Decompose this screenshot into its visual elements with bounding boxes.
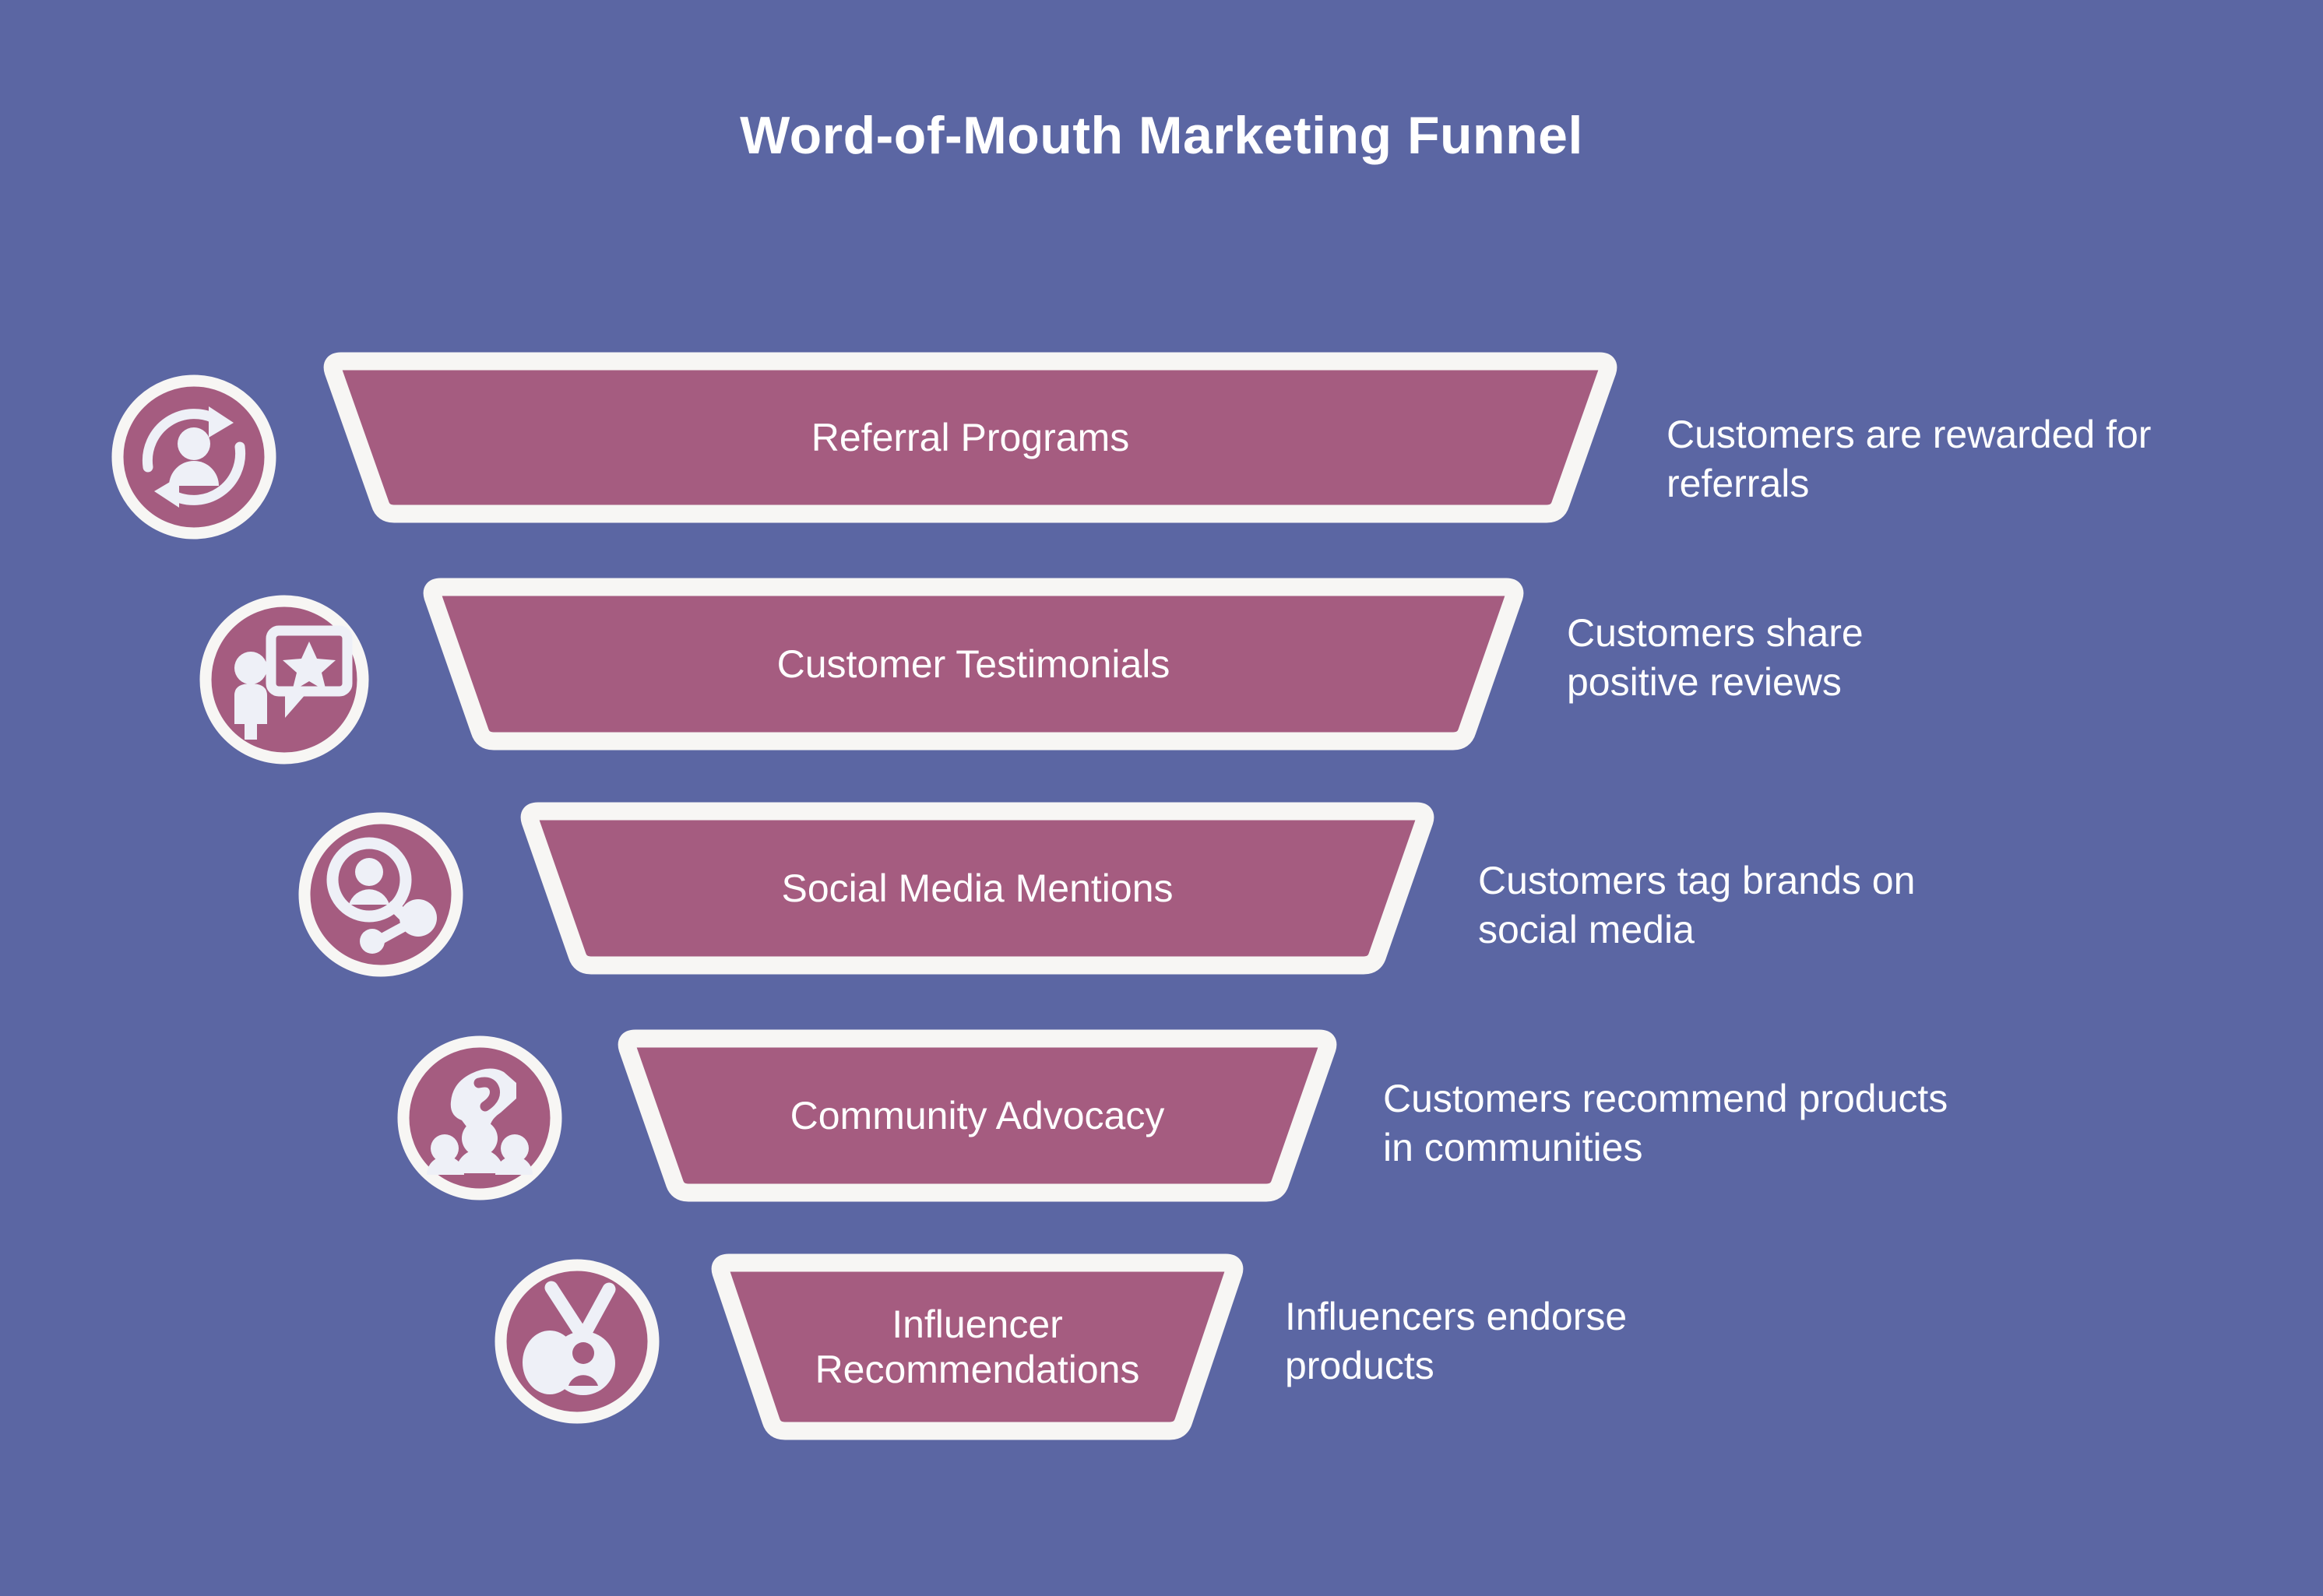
funnel-stage-3-description: Customers tag brands on social media [1478,859,1916,951]
social-search-network-icon [294,808,467,981]
funnel-shape-2 [423,578,1524,751]
funnel-stage-1[interactable]: Referral Programs [321,352,1620,523]
funnel-stage-2-description: Customers share positive reviews [1567,611,1864,704]
funnel-stage-2[interactable]: Customer Testimonials [421,578,1526,751]
referral-loop-icon [109,372,279,542]
community-hand-icon [393,1032,566,1204]
funnel-shape-5 [711,1253,1244,1440]
funnel-stage-3[interactable]: Social Media Mentions [518,802,1437,975]
funnel-shape-3 [520,802,1434,975]
funnel-stage-4-description: Customers recommend products in communit… [1383,1077,1948,1169]
funnel-stage-5-description: Influencers endorse products [1285,1295,1628,1387]
funnel-shape-1 [323,352,1617,523]
influencer-megaphone-icon [491,1255,663,1428]
funnel-stage-4[interactable]: Community Advocacy [615,1029,1339,1202]
funnel-stage-5[interactable]: Influencer Recommendations [709,1253,1246,1440]
testimonial-star-icon [195,590,374,769]
page-title: Word-of-Mouth Marketing Funnel [740,106,1583,165]
funnel-shape-4 [618,1029,1337,1202]
funnel-stage-1-description: Customers are rewarded for referrals [1667,413,2152,505]
